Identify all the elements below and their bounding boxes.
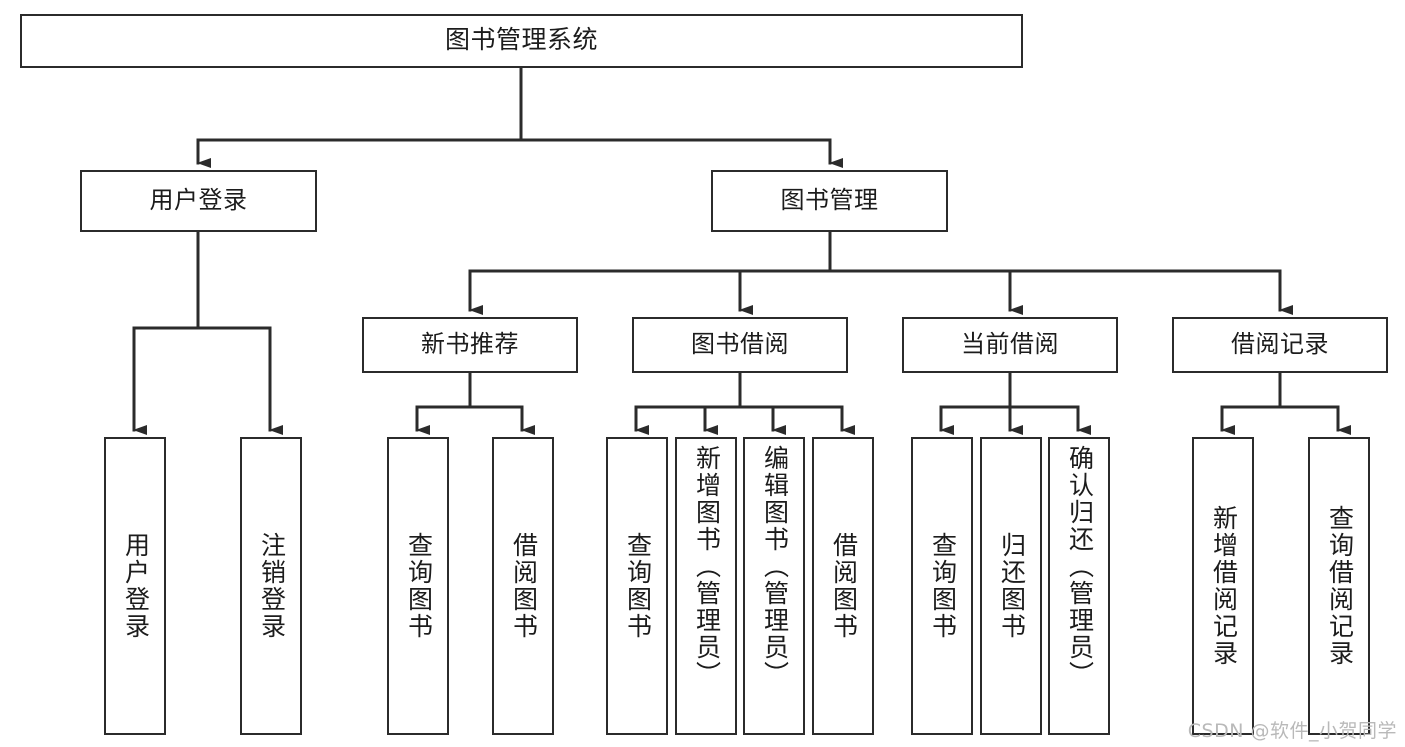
- node-leaf-add-record[interactable]: 新增借阅记录: [1192, 437, 1254, 735]
- node-leaf-query-book-1[interactable]: 查询图书: [387, 437, 449, 735]
- node-label-book-manage: 图书管理: [780, 186, 879, 214]
- node-leaf-confirm-return[interactable]: 确认归还（管理员）: [1048, 437, 1110, 735]
- node-label-new-book-recommend: 新书推荐: [421, 330, 519, 358]
- node-new-book-recommend[interactable]: 新书推荐: [362, 317, 578, 373]
- node-leaf-query-record[interactable]: 查询借阅记录: [1308, 437, 1370, 735]
- node-label-leaf-logout-login: 注销登录: [257, 532, 286, 640]
- node-book-borrow[interactable]: 图书借阅: [632, 317, 848, 373]
- node-leaf-borrow-book-1[interactable]: 借阅图书: [492, 437, 554, 735]
- node-book-manage[interactable]: 图书管理: [711, 170, 948, 232]
- node-leaf-logout-login[interactable]: 注销登录: [240, 437, 302, 735]
- node-label-leaf-query-book-3: 查询图书: [928, 532, 957, 640]
- node-label-book-borrow: 图书借阅: [691, 330, 789, 358]
- node-borrow-record[interactable]: 借阅记录: [1172, 317, 1388, 373]
- csdn-watermark: CSDN @软件_小贺同学: [1187, 720, 1397, 742]
- node-leaf-query-book-2[interactable]: 查询图书: [606, 437, 668, 735]
- node-label-leaf-edit-book: 编辑图书（管理员）: [760, 445, 789, 688]
- node-book-management-system[interactable]: 图书管理系统: [20, 14, 1023, 68]
- node-label-leaf-query-book-2: 查询图书: [623, 532, 652, 640]
- node-label-leaf-add-book: 新增图书（管理员）: [692, 445, 721, 688]
- node-leaf-add-book[interactable]: 新增图书（管理员）: [675, 437, 737, 735]
- node-leaf-return-book[interactable]: 归还图书: [980, 437, 1042, 735]
- node-current-borrow[interactable]: 当前借阅: [902, 317, 1118, 373]
- node-label-current-borrow: 当前借阅: [961, 330, 1059, 358]
- node-label-leaf-borrow-book-1: 借阅图书: [509, 532, 538, 640]
- node-label-leaf-add-record: 新增借阅记录: [1209, 505, 1238, 667]
- node-leaf-borrow-book-2[interactable]: 借阅图书: [812, 437, 874, 735]
- node-label-leaf-borrow-book-2: 借阅图书: [829, 532, 858, 640]
- node-leaf-user-login[interactable]: 用户登录: [104, 437, 166, 735]
- node-user-login[interactable]: 用户登录: [80, 170, 317, 232]
- node-leaf-edit-book[interactable]: 编辑图书（管理员）: [743, 437, 805, 735]
- node-label-leaf-return-book: 归还图书: [997, 532, 1026, 640]
- node-label-borrow-record: 借阅记录: [1231, 330, 1329, 358]
- node-label-leaf-query-book-1: 查询图书: [404, 532, 433, 640]
- node-label-title: 图书管理系统: [444, 26, 598, 55]
- node-label-leaf-user-login: 用户登录: [121, 532, 150, 640]
- node-leaf-query-book-3[interactable]: 查询图书: [911, 437, 973, 735]
- node-label-leaf-query-record: 查询借阅记录: [1325, 505, 1354, 667]
- node-label-user-login: 用户登录: [149, 186, 248, 214]
- node-label-leaf-confirm-return: 确认归还（管理员）: [1065, 445, 1094, 688]
